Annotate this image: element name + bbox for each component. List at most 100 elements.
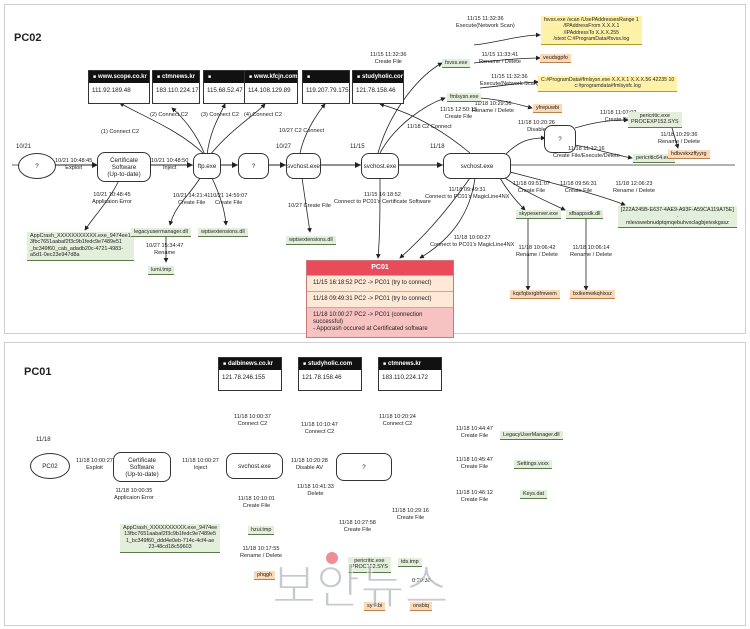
- pc01-panel: [4, 342, 746, 626]
- label-c2-4: (4) Connect C2: [244, 112, 282, 118]
- cmd-fmlsysn: C:#ProgramData#fmlsysn.exe X.X.X.1 X.X.X…: [538, 76, 678, 92]
- label-apperror: 10/21 10:48:45 Applicaion Error: [92, 192, 132, 205]
- label-cf-1001: 11/18 10:10:01 Create File: [238, 496, 275, 509]
- c2-ip: 121.78.158.46: [302, 374, 342, 381]
- label-inject-pc01: 11/18 10:00:27 Inject: [182, 458, 219, 471]
- c2-box-kfcjn-2: www.kfcjn.com 114.108.129.89: [244, 70, 298, 104]
- file-veudsgpfo: veudsgpfo: [540, 54, 571, 64]
- pc02-title: PC02: [14, 32, 42, 44]
- file-synkbi: synkbi: [364, 602, 386, 612]
- label-connect-pc01-ml2: 11/18 10:00:27 Connect to PC01's MagicLi…: [430, 235, 515, 248]
- file-phqgh: phqgh: [254, 571, 275, 581]
- file-pericritic64: pericritic64.exe: [633, 154, 676, 164]
- c2-box-119: 119.207.79.175: [302, 70, 350, 104]
- c2-host: ctmnews.kr: [379, 358, 441, 370]
- label-cf-svc2: 11/15 11:32:36 Create File: [370, 52, 407, 65]
- label-rd-0642: 11/18 10:06:42 Rename / Delete: [516, 245, 558, 258]
- file-keys: Keys.dat: [520, 490, 547, 500]
- label-c2-3: (3) Connect C2: [201, 112, 239, 118]
- label-rd-1755: 11/18 10:17:55 Rename / Delete: [240, 546, 282, 559]
- pc01-connection-box: PC01 11/15 16:18:52 PC2 -> PC01 (try to …: [306, 260, 454, 338]
- file-fsvss: fsvss.exe: [442, 59, 471, 69]
- file-legacyuser-pc01: LegacyUserManager.dll: [500, 431, 563, 441]
- pc01-title: PC01: [24, 366, 52, 378]
- c2-host: www.kfcjn.com: [245, 71, 297, 83]
- label-create-1250: 11/15 12:50:13 Create File: [440, 107, 477, 120]
- file-guid: [222A245B-E637-4AE9-A93F-A59CA119A75E] .…: [618, 206, 737, 229]
- c2-host: [204, 71, 244, 83]
- c2-host: studyholic.com: [353, 71, 403, 83]
- file-fmlsysn: fmlsysn.exe: [447, 93, 482, 103]
- label-rename-del1: 11/15 11:33:41 Rename / Delete: [479, 52, 521, 65]
- file-bxikemwkqhixsz: bxikemwkqhixsz: [570, 290, 615, 300]
- label-rename-del3: 11/18 10:29:36 Rename / Delete: [658, 132, 700, 145]
- label-cf-0951: 11/18 09:51:07 Create File: [513, 181, 550, 194]
- file-pericritic-exe: pericritic.exe PROCEXP152.SYS: [628, 112, 682, 128]
- date-1118-pc01: 11/18: [36, 437, 51, 443]
- date-1027: 10/27: [276, 144, 292, 150]
- label-c2-1: (1) Connect C2: [101, 129, 139, 135]
- label-c2-2: (2) Connect C2: [150, 112, 188, 118]
- file-wptsext2: wptsextensions.dll: [286, 236, 336, 246]
- c2-host: dalbinews.co.kr: [219, 358, 281, 370]
- label-cf-2916: 11/18 10:29:16 Create File: [392, 508, 429, 521]
- label-inject: 10/21 10:48:50 Inject: [151, 158, 189, 171]
- label-cf-2758: 11/18 10:27:58 Create File: [339, 520, 376, 533]
- file-skypeserver: skypeserver.exe: [516, 210, 561, 220]
- c2-box-scope: www.scope.co.kr 111.92.189.48: [88, 70, 150, 104]
- c2-ip: 115.68.52.47: [207, 87, 243, 94]
- c2-host: studyholic.com: [299, 358, 361, 370]
- pc01-box-title: PC01: [307, 261, 453, 275]
- label-cf-1206: 11/18 12:06:23 Rename / Delete: [613, 181, 655, 194]
- unknown-node-1: ?: [238, 153, 269, 179]
- file-appcrash-pc02: AppCrash_XXXXXXXXXXX.exe_9474ee1 3fbc765…: [27, 232, 134, 261]
- label-apperror-pc01: 11/18 10:00:35 Applicaion Error: [114, 488, 154, 501]
- file-pericritic-pc01: pericritic.exe PROC152.SYS: [348, 557, 391, 573]
- label-exec-scan: 11/15 11:32:36 Execute(Network Scan): [456, 16, 515, 29]
- label-connect-pc01-ml: 11/18 09:49:31 Connect to PC01's MagicLi…: [425, 187, 510, 200]
- label-cf-svc1: 10/27 Create File: [288, 203, 331, 209]
- c2-box-ctmnews-pc01: ctmnews.kr 183.110.224.172: [378, 357, 442, 391]
- file-yfrepuwbi: yfrepuwbi: [533, 104, 563, 114]
- label-cf-0956: 11/18 09:56:31 Create File: [560, 181, 597, 194]
- start-node: ?: [18, 153, 56, 179]
- c2-host: www.scope.co.kr: [89, 71, 149, 83]
- c2-box-kfcjn-1: 115.68.52.47: [203, 70, 245, 104]
- file-hzui: hzui.tmp: [248, 526, 275, 536]
- svchost-node-1: svchost.exe: [286, 153, 321, 179]
- file-sfbappsdk: sfbappsdk.dll: [566, 210, 604, 220]
- label-cf-4547: 11/18 10:45:47 Create File: [456, 457, 493, 470]
- label-delete: 11/18 10:41:33 Delete: [297, 484, 334, 497]
- file-wptsext: wptsextensions.dll: [198, 228, 248, 238]
- pc02-node: PC02: [30, 453, 70, 479]
- date-1118: 11/18: [430, 144, 445, 150]
- pc01-row-2: 11/18 09:49:31 PC2 -> PC01 (try to conne…: [307, 291, 453, 307]
- label-cf-ftp1: 10/21 14:21:41 Create File: [173, 193, 211, 206]
- svchost-node-pc01: svchost.exe: [226, 453, 283, 479]
- file-hdbvvkxzffyyrg: hdbvvkxzffyyrg: [668, 150, 710, 160]
- label-disable: 11/18 10:20:26 Disable: [518, 120, 555, 133]
- label-c2-connect-1118: 11/18 C2 Connect: [407, 124, 452, 130]
- label-cf-ftp2: 10/21 14:59:07 Create File: [210, 193, 248, 206]
- label-connect-pc01-cert: 11/15 16:18:52 Connect to PC01's Certifi…: [334, 192, 431, 205]
- file-legacyuser: legacyusermanager.dll: [131, 228, 191, 238]
- c2-ip: 121.78.246.155: [222, 374, 266, 381]
- c2-host: [303, 71, 349, 83]
- file-tds: tds.tmp: [398, 558, 422, 568]
- pc01-row-3: 11/18 10:00:27 PC2 -> PC01 (connection s…: [307, 307, 453, 337]
- label-exploit-pc01: 11/18 10:00:27 Exploit: [76, 458, 113, 471]
- certificate-software-node-pc01: Certificate Software (Up-to-date): [113, 452, 171, 482]
- c2-ip: 119.207.79.175: [306, 87, 349, 94]
- c2-ip: 183.110.224.172: [382, 374, 428, 381]
- label-rd-029: 0:29:36: [412, 578, 431, 584]
- label-cf-1107: 11/18 11:07:02 Create File: [600, 110, 637, 123]
- label-cf-4612: 11/18 10:46:12 Create File: [456, 490, 493, 503]
- file-onsbiq: onsbiq: [410, 602, 432, 612]
- label-exploit: 10/21 10:48:45 Exploit: [55, 158, 93, 171]
- label-disable-av: 11/18 10:20:28 Disable AV: [291, 458, 328, 471]
- date-1021: 10/21: [16, 144, 32, 150]
- pc01-row-1: 11/15 16:18:52 PC2 -> PC01 (try to conne…: [307, 275, 453, 291]
- date-1115: 11/15: [350, 144, 365, 150]
- label-rename-del2: 11/18 10:29:36 Rename / Delete: [472, 101, 514, 114]
- label-create-exec-del: 11/18 11:12:16 Create File/Execute/Delet…: [553, 146, 620, 159]
